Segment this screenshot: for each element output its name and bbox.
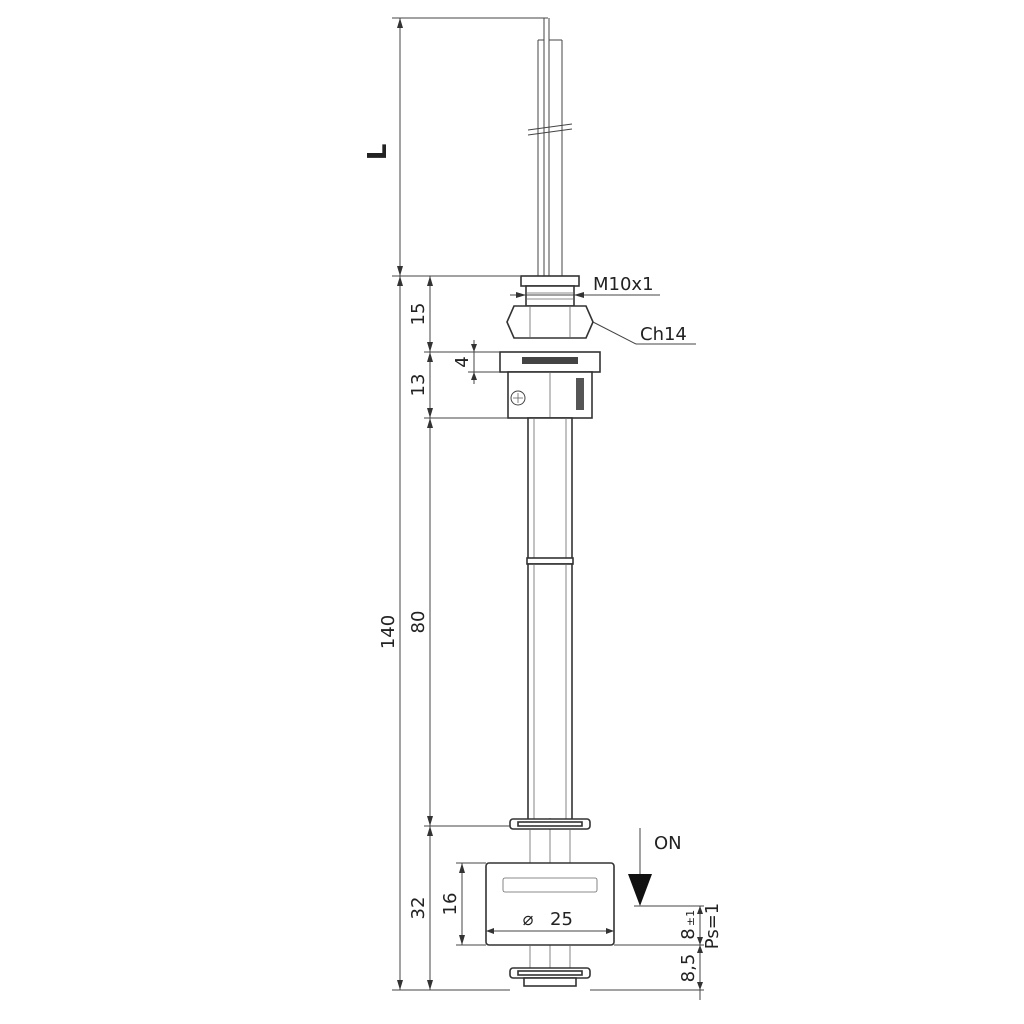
dim-L-label: L [363, 144, 393, 161]
dim-16-label: 16 [440, 893, 461, 916]
tolerance-label: ±1 [684, 910, 697, 926]
dim-32-label: 32 [408, 897, 429, 920]
cable [527, 18, 573, 276]
dim-8-label: 8 [678, 928, 699, 939]
dimension-lines [392, 17, 696, 991]
dim-8-5-label: 8,5 [678, 954, 699, 983]
diameter-label: 25 [550, 909, 573, 930]
thread-fitting [520, 275, 580, 307]
switch-point-dims [590, 828, 704, 1000]
dim-4-label: 4 [452, 356, 473, 367]
flange-head [499, 351, 601, 419]
float [485, 862, 615, 946]
dim-15-label: 15 [408, 303, 429, 326]
hex-nut [506, 305, 594, 339]
on-label: ON [654, 833, 682, 854]
stem-tube [526, 417, 574, 982]
lower-stop-ring [509, 945, 591, 987]
upper-stop-ring [509, 818, 591, 863]
on-arrow-icon [628, 874, 652, 906]
dim-13-label: 13 [408, 374, 429, 397]
dim-140-label: 140 [378, 615, 399, 649]
thread-label: M10x1 [593, 274, 654, 295]
hex-label: Ch14 [640, 324, 687, 345]
ps-label: Ps=1 [702, 903, 723, 949]
dim-80-label: 80 [408, 611, 429, 634]
diameter-symbol-icon: ⌀ [523, 909, 534, 930]
